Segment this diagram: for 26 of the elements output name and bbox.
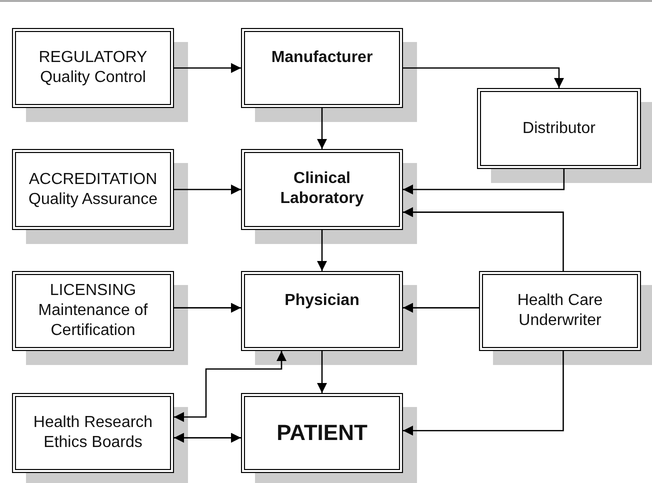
box-label: LICENSING (50, 281, 136, 301)
box-label: Clinical Laboratory (279, 169, 365, 209)
arrow (174, 63, 241, 73)
arrow (403, 67, 564, 88)
box-label: Quality Assurance (28, 190, 158, 210)
arrow (174, 184, 241, 194)
arrow (403, 351, 564, 436)
box-label: Physician (284, 291, 360, 311)
arrow (403, 207, 564, 271)
arrow (403, 169, 565, 194)
arrow (403, 302, 479, 313)
box-label: Quality Control (40, 68, 146, 88)
box-label: REGULATORY (38, 48, 148, 68)
arrow (317, 230, 327, 271)
arrow (174, 432, 241, 443)
box-label: Distributor (522, 118, 596, 138)
box-label: Manufacturer (271, 48, 373, 68)
box-label: Health Care Underwriter (516, 291, 604, 331)
box-label: Maintenance of Certification (37, 301, 149, 341)
arrow (317, 108, 327, 149)
box-label: ACCREDITATION (28, 170, 158, 190)
arrow (174, 302, 241, 313)
arrow (317, 351, 327, 393)
box-label: Health Research Ethics Boards (32, 413, 154, 453)
box-label: PATIENT (276, 419, 368, 447)
arrow (174, 351, 286, 422)
